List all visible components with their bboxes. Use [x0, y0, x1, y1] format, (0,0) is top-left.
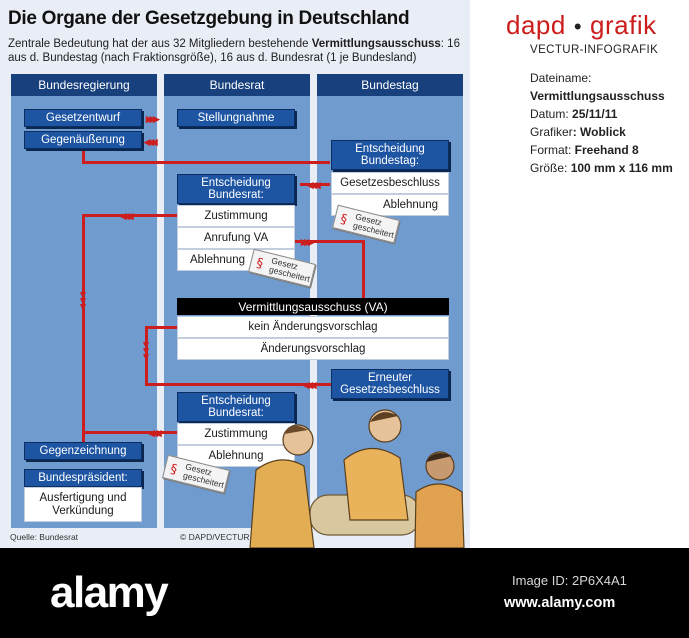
- box-anrufung-va: Anrufung VA: [177, 227, 295, 249]
- flow-line: [82, 151, 85, 163]
- infographic: Die Organe der Gesetzgebung in Deutschla…: [0, 0, 470, 548]
- alamy-url[interactable]: www.alamy.com: [504, 595, 616, 611]
- arrow-down-icon: ▾▾▾: [143, 339, 149, 363]
- meta-groesse-label: Größe:: [530, 161, 571, 175]
- image-id: Image ID: 2P6X4A1: [512, 573, 627, 588]
- brand-dot: •: [573, 14, 583, 39]
- alamy-logo: alamy: [50, 568, 169, 617]
- box-ausfertigung: Ausfertigung und Verkündung: [24, 487, 142, 522]
- flow-line: [145, 326, 177, 329]
- meta-datum-label: Datum:: [530, 107, 573, 121]
- brand-name: dapd: [506, 10, 566, 40]
- box-aenderungsvorschlag: Änderungsvorschlag: [177, 338, 449, 360]
- box-gesetzentwurf: Gesetzentwurf: [24, 109, 142, 127]
- column-header-bundesregierung: Bundesregierung: [11, 74, 157, 96]
- meta-dateiname-label: Dateiname:: [530, 71, 592, 85]
- subtitle-text-end: : 16 aus d. Bundestag (nach Fraktionsgrö…: [8, 38, 460, 64]
- box-bundespraesident: Bundespräsident:: [24, 469, 142, 487]
- subtitle: Zentrale Bedeutung hat der aus 32 Mitgli…: [8, 37, 468, 65]
- meta-grafiker-label: Grafiker: [530, 125, 573, 139]
- meta-grafiker: Grafiker: Woblick: [530, 125, 626, 139]
- meta-datum: Datum: 25/11/11: [530, 107, 617, 121]
- source-note: Quelle: Bundesrat: [10, 532, 79, 542]
- arrow-right-icon: ▸▸▸: [146, 111, 159, 126]
- arrow-down-icon: ▾▾▾: [80, 289, 86, 313]
- flow-line: [82, 214, 178, 217]
- box-gegenaeusserung: Gegenäußerung: [24, 131, 142, 149]
- meta-grafiker-value: : Woblick: [572, 125, 626, 139]
- box-vermittlungsausschuss: Vermittlungsausschuss (VA): [177, 298, 449, 315]
- flow-line: [145, 326, 148, 386]
- box-entscheidung-bundestag: Entscheidung Bundestag:: [331, 140, 449, 170]
- meeting-illustration: [249, 409, 465, 548]
- meta-format-value: Freehand 8: [574, 143, 639, 157]
- box-kein-aenderungsvorschlag: kein Änderungsvorschlag: [177, 316, 449, 338]
- flow-line: [268, 240, 365, 243]
- svg-text:§: §: [339, 212, 349, 227]
- flow-line: [362, 240, 365, 299]
- meta-groesse-value: 100 mm x 116 mm: [570, 161, 673, 175]
- box-zustimmung-1: Zustimmung: [177, 205, 295, 227]
- meta-format-label: Format:: [530, 143, 575, 157]
- meta-groesse: Größe: 100 mm x 116 mm: [530, 161, 673, 175]
- box-ablehnung-bundesrat-2: Ablehnung: [177, 445, 295, 467]
- box-entscheidung-bundesrat-1: Entscheidung Bundesrat:: [177, 174, 295, 204]
- box-gegenzeichnung: Gegenzeichnung: [24, 442, 142, 460]
- meta-datum-value: 25/11/11: [572, 107, 618, 121]
- meta-dateiname-text: Vermittlungsausschuss: [530, 89, 665, 103]
- meta-format: Format: Freehand 8: [530, 143, 639, 157]
- flow-line: [145, 383, 331, 386]
- box-zustimmung-2: Zustimmung: [177, 423, 295, 445]
- brand-subtitle: VECTUR-INFOGRAFIK: [530, 44, 659, 56]
- arrow-left-icon: ◂◂◂: [307, 177, 320, 192]
- watermark-bar: [0, 548, 689, 638]
- brand-logo: dapd • grafik: [506, 10, 657, 41]
- arrow-left-icon: ◂◂◂: [303, 377, 316, 392]
- subtitle-text: Zentrale Bedeutung hat der aus 32 Mitgli…: [8, 38, 312, 50]
- arrow-left-icon: ◂◂◂: [144, 134, 157, 149]
- arrow-left-icon: ◂◂◂: [120, 208, 133, 223]
- box-erneuter-gesetzesbeschluss: Erneuter Gesetzesbeschluss: [331, 369, 449, 399]
- svg-text:§: §: [255, 256, 265, 271]
- paragraph-icon: §: [339, 212, 349, 227]
- stamp-gesetz-gescheitert: § Gesetz gescheitert: [332, 204, 400, 244]
- flow-line: [82, 214, 85, 442]
- flow-line: [82, 161, 330, 164]
- column-header-bundestag: Bundestag: [317, 74, 463, 96]
- paragraph-icon: §: [169, 462, 179, 477]
- arrow-right-icon: ▸▸▸: [301, 234, 314, 249]
- paragraph-icon: §: [255, 256, 265, 271]
- column-header-bundesrat: Bundesrat: [164, 74, 310, 96]
- flow-line: [300, 383, 330, 386]
- flow-line: [300, 183, 330, 186]
- stamp-gesetz-gescheitert: § Gesetz gescheitert: [162, 454, 230, 494]
- meta-dateiname-value: Vermittlungsausschuss: [530, 89, 665, 103]
- box-gesetzesbeschluss: Gesetzesbeschluss: [331, 172, 449, 194]
- arrow-left-icon: ◂◂◂: [148, 425, 161, 440]
- brand-suffix: grafik: [590, 10, 657, 40]
- page-title: Die Organe der Gesetzgebung in Deutschla…: [8, 8, 410, 29]
- svg-text:§: §: [169, 462, 179, 477]
- box-entscheidung-bundesrat-2: Entscheidung Bundesrat:: [177, 392, 295, 422]
- copyright-note: © DAPD/VECTUR: [180, 532, 250, 542]
- box-stellungnahme: Stellungnahme: [177, 109, 295, 127]
- stamp-gesetz-gescheitert: § Gesetz gescheitert: [248, 248, 316, 288]
- subtitle-highlight: Vermittlungsausschuss: [311, 38, 441, 50]
- flow-line: [82, 431, 178, 434]
